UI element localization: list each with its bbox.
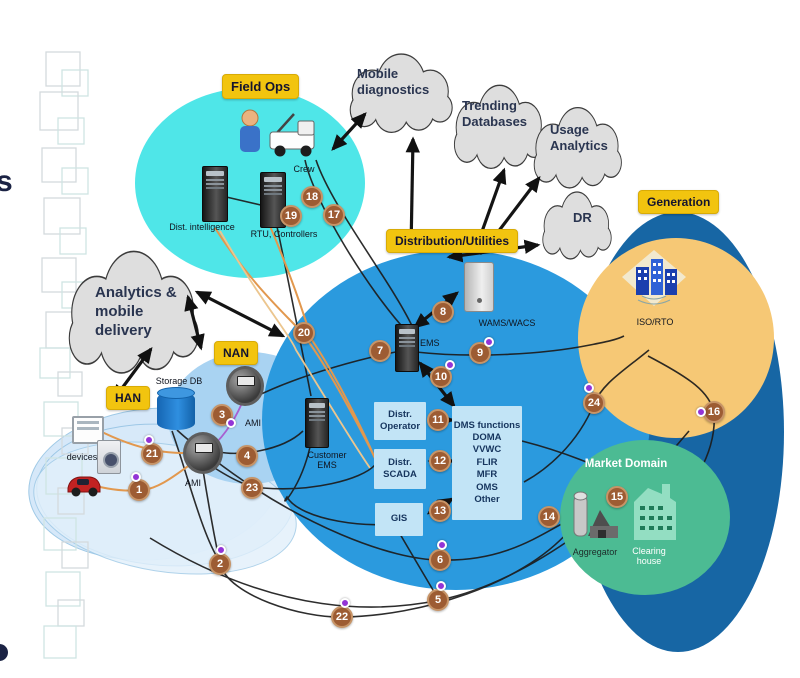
electric-car-icon bbox=[67, 476, 101, 497]
dms-line: OMS bbox=[476, 481, 498, 493]
security-dot-24 bbox=[584, 383, 594, 393]
aggregator-label: Aggregator bbox=[572, 547, 618, 557]
dist-intelligence-label: Dist. intelligence bbox=[169, 222, 235, 232]
ems-server-icon bbox=[395, 324, 419, 372]
ems-label: EMS bbox=[420, 338, 440, 348]
dms-line: VVWC bbox=[472, 444, 502, 456]
connection-marker-9: 9 bbox=[469, 342, 491, 364]
connection-marker-14: 14 bbox=[538, 506, 560, 528]
mobile-diagnostics-cloud-text: Mobile diagnostics bbox=[357, 66, 430, 98]
field-ops-label: Field Ops bbox=[222, 74, 300, 99]
analytics-mobile-cloud-text: Analytics & mobile delivery bbox=[95, 284, 177, 339]
dms-line: Other bbox=[474, 493, 500, 505]
dist-intelligence-server-icon bbox=[202, 166, 228, 222]
rtu-controllers-label: RTU, Controllers bbox=[250, 229, 318, 239]
ami-meter-han-icon bbox=[183, 432, 223, 474]
market-domain-title: Market Domain bbox=[584, 458, 668, 470]
dms-line: MFR bbox=[476, 469, 498, 481]
security-dot-1 bbox=[131, 472, 141, 482]
security-dot-3 bbox=[226, 418, 236, 428]
connection-marker-21: 21 bbox=[141, 443, 163, 465]
aggregator-icon bbox=[573, 491, 618, 538]
usage-analytics-cloud-text: Usage Analytics bbox=[550, 122, 608, 154]
clearing-house-building-icon bbox=[634, 484, 676, 540]
tan-line bbox=[219, 230, 371, 469]
connection-marker-7: 7 bbox=[369, 340, 391, 362]
security-dot-16 bbox=[696, 407, 706, 417]
iso-rto-label: ISO/RTO bbox=[636, 317, 674, 327]
storage-db-icon bbox=[157, 387, 195, 430]
dms-line: FLIR bbox=[476, 456, 498, 468]
security-dot-6 bbox=[437, 540, 447, 550]
connection-marker-16: 16 bbox=[703, 401, 725, 423]
connection-marker-13: 13 bbox=[429, 500, 451, 522]
connection-marker-15: 15 bbox=[606, 486, 628, 508]
security-dot-5 bbox=[436, 581, 446, 591]
customer-ems-label: Customer EMS bbox=[307, 450, 347, 471]
devices-label: devices bbox=[66, 452, 98, 462]
dms-line: DMS functions bbox=[453, 419, 521, 431]
trending-databases-cloud-text: Trending Databases bbox=[462, 98, 528, 130]
home-display-device-icon bbox=[72, 416, 104, 444]
left-edge-text-fragment: s bbox=[0, 165, 13, 198]
customer-ems-server-icon bbox=[305, 398, 329, 448]
ami-nan-label: AMI bbox=[244, 418, 261, 428]
connection-marker-2: 2 bbox=[209, 553, 231, 575]
crew-label: Crew bbox=[293, 164, 315, 174]
generation-label: Generation bbox=[638, 190, 720, 214]
connection-marker-5: 5 bbox=[427, 589, 449, 611]
dms-functions-box: DMS functions DOMA VVWC FLIR MFR OMS Oth… bbox=[452, 406, 522, 520]
connection-marker-19: 19 bbox=[280, 205, 302, 227]
connection-marker-24: 24 bbox=[583, 392, 605, 414]
distr-operator-box: Distr. Operator bbox=[374, 402, 426, 440]
connection-marker-18: 18 bbox=[301, 186, 323, 208]
clearing-house-label: Clearing house bbox=[632, 546, 666, 567]
connection-marker-8: 8 bbox=[432, 301, 454, 323]
connection-marker-12: 12 bbox=[429, 450, 451, 472]
connection-marker-17: 17 bbox=[323, 204, 345, 226]
security-dot-10 bbox=[445, 360, 455, 370]
security-dot-2 bbox=[216, 545, 226, 555]
connection-marker-11: 11 bbox=[427, 409, 449, 431]
appliance-icon bbox=[97, 440, 121, 474]
han-label: HAN bbox=[106, 386, 150, 410]
ami-meter-nan-icon bbox=[226, 366, 264, 406]
crew-truck-icon bbox=[240, 109, 315, 157]
distribution-utilities-label: Distribution/Utilities bbox=[386, 229, 518, 253]
storage-db-label: Storage DB bbox=[155, 376, 203, 386]
gis-box: GIS bbox=[375, 503, 423, 536]
iso-rto-building-icon bbox=[622, 250, 686, 306]
distr-scada-box: Distr. SCADA bbox=[374, 449, 426, 489]
dr-cloud-text: DR bbox=[573, 210, 592, 225]
connection-marker-4: 4 bbox=[236, 445, 258, 467]
connection-marker-6: 6 bbox=[429, 549, 451, 571]
ami-han-label: AMI bbox=[184, 478, 201, 488]
dms-line: DOMA bbox=[472, 432, 502, 444]
nan-label: NAN bbox=[214, 341, 258, 365]
wams-wacs-label: WAMS/WACS bbox=[478, 318, 536, 328]
connection-marker-1: 1 bbox=[128, 479, 150, 501]
connection-marker-20: 20 bbox=[293, 322, 315, 344]
connection-marker-23: 23 bbox=[241, 477, 263, 499]
security-dot-9 bbox=[484, 337, 494, 347]
security-dot-21 bbox=[144, 435, 154, 445]
left-edge-bullet-fragment bbox=[0, 644, 8, 661]
wams-wacs-server-icon bbox=[464, 262, 494, 312]
thick-arrows bbox=[112, 112, 541, 515]
connection-marker-22: 22 bbox=[331, 606, 353, 628]
security-dot-22 bbox=[340, 598, 350, 608]
